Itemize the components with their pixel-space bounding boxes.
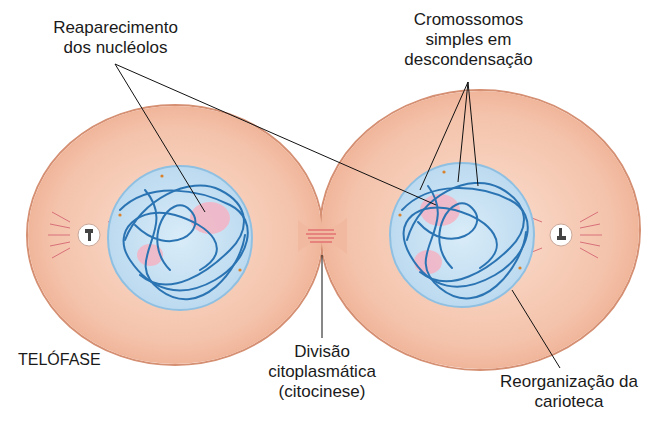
structure-label: Cromossomos simples em descondensação bbox=[396, 10, 541, 70]
structure-label: Divisão citoplasmática (citocinese) bbox=[254, 342, 390, 402]
structure-label: Reaparecimento dos nucléolos bbox=[38, 18, 193, 58]
structure-label: Reorganização da carioteca bbox=[494, 372, 644, 412]
structure-label: TELÓFASE bbox=[18, 350, 138, 370]
